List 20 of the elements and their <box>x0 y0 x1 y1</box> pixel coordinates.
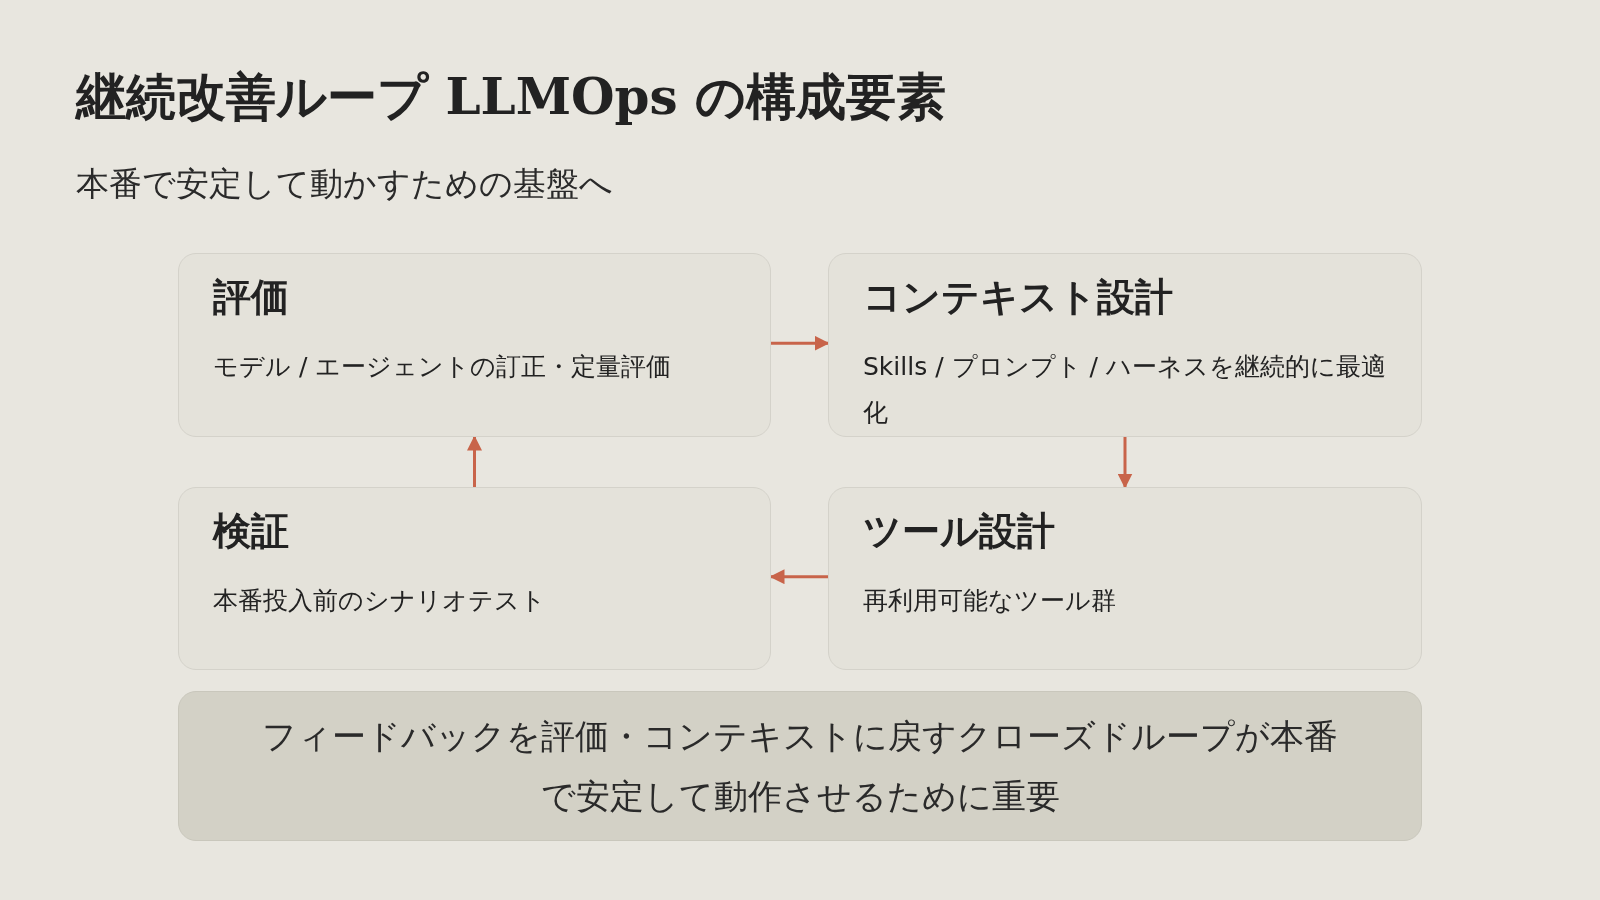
box-description: モデル / エージェントの訂正・定量評価 <box>213 351 673 383</box>
process-box <box>178 487 771 670</box>
arrow <box>769 569 828 585</box>
slide-title: 継続改善ループ LLMOps の構成要素 <box>76 66 947 128</box>
arrow <box>771 335 830 351</box>
process-box <box>828 253 1422 437</box>
box-heading: コンテキスト設計 <box>863 274 1173 321</box>
box-heading: 検証 <box>213 508 289 555</box>
box-description: 再利用可能なツール群 <box>863 585 1117 617</box>
summary-text: フィードバックを評価・コンテキストに戻すクローズドループが本番で安定して動作させるために重要 <box>261 715 1339 818</box>
box-description: Skills / プロンプト / ハーネスを継続的に最適化 <box>863 351 1387 429</box>
process-box <box>828 487 1422 670</box>
summary-band <box>178 691 1422 841</box>
arrow <box>467 435 482 487</box>
process-box <box>178 253 771 437</box>
box-heading: ツール設計 <box>863 508 1055 555</box>
arrow <box>1117 437 1133 489</box>
box-description: 本番投入前のシナリオテスト <box>213 585 547 617</box>
box-heading: 評価 <box>213 274 289 321</box>
slide-subtitle: 本番で安定して動かすための基盤へ <box>76 163 613 205</box>
